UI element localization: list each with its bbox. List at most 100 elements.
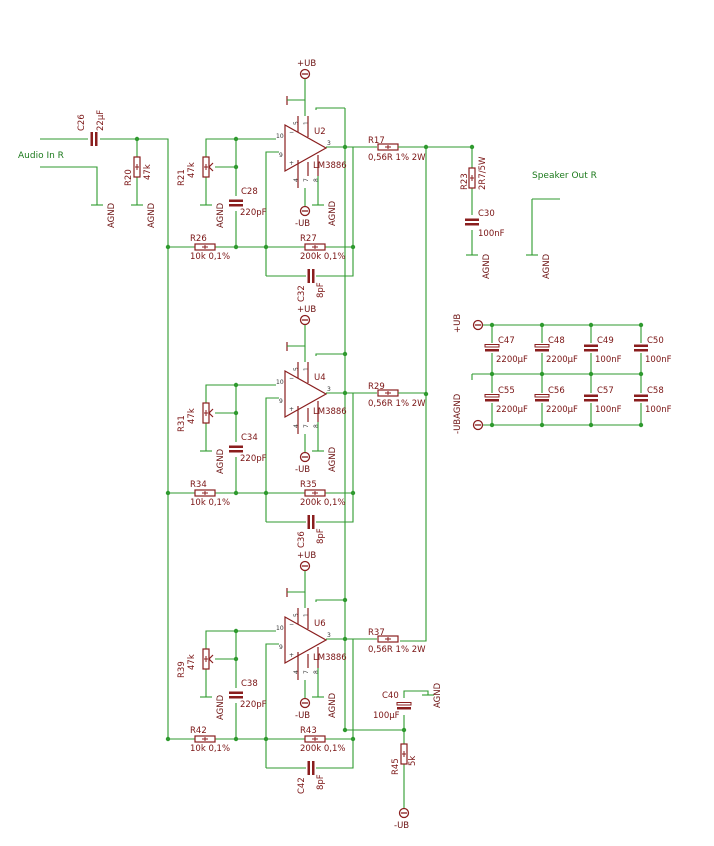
cin-value-2: 220pF bbox=[240, 454, 267, 464]
r23-value: 2R7/5W bbox=[478, 156, 488, 190]
input-pot-2 bbox=[202, 402, 210, 424]
rfb-ref-1: R27 bbox=[300, 234, 317, 244]
pot-value-2: 47k bbox=[187, 408, 197, 424]
feedback-resistor-3 bbox=[304, 735, 326, 743]
feedback-resistor-2 bbox=[304, 489, 326, 497]
svg-text:1: 1 bbox=[303, 613, 310, 617]
ic-ref-1: U2 bbox=[314, 127, 326, 137]
svg-text:+: + bbox=[289, 652, 294, 659]
agnd-pot-3: AGND bbox=[216, 694, 226, 720]
c40-ref: C40 bbox=[382, 691, 399, 701]
svg-text:4: 4 bbox=[293, 178, 300, 182]
decouple-top-2 bbox=[534, 344, 550, 352]
decouple-top-3 bbox=[584, 344, 598, 352]
cin-value-1: 220pF bbox=[240, 208, 267, 218]
svg-text:4: 4 bbox=[293, 670, 300, 674]
svg-text:5: 5 bbox=[293, 367, 300, 371]
rout-value-3: 0,56R 1% 2W bbox=[368, 645, 426, 655]
svg-text:10: 10 bbox=[276, 625, 284, 632]
input-coupling-cap: C26 22µF bbox=[77, 110, 106, 146]
agnd-ic-2: AGND bbox=[328, 446, 338, 472]
input-resistor-2 bbox=[194, 489, 216, 497]
ic-ref-3: U6 bbox=[314, 619, 326, 629]
svg-text:−: − bbox=[289, 129, 294, 136]
pot-ref-3: R39 bbox=[177, 661, 187, 678]
vpos-label-1: +UB bbox=[297, 59, 316, 69]
cfb-value-3: 8pF bbox=[316, 774, 326, 790]
dec-top-ref-3: C49 bbox=[597, 336, 614, 346]
decoupling-bank: +UB -UBAGND C472200µFC482200µFC49100nFC5… bbox=[453, 314, 672, 434]
pot-ref-2: R31 bbox=[177, 415, 187, 432]
agnd-input: AGND bbox=[107, 202, 117, 228]
ic-part-2: LM3886 bbox=[313, 407, 347, 417]
cin-ref-1: C28 bbox=[241, 187, 258, 197]
vneg-rail-3 bbox=[299, 697, 311, 709]
rfb-ref-2: R35 bbox=[300, 480, 317, 490]
dec-bot-ref-3: C57 bbox=[597, 386, 614, 396]
decouple-bot-3 bbox=[584, 394, 598, 402]
rout-ref-3: R37 bbox=[368, 628, 385, 638]
input-cap-2 bbox=[229, 445, 243, 453]
decouple-top-4 bbox=[634, 344, 648, 352]
decouple-bot-4 bbox=[634, 394, 648, 402]
agnd-pot-1: AGND bbox=[216, 202, 226, 228]
feedback-cap-3 bbox=[307, 761, 315, 775]
vneg-rail-1 bbox=[299, 205, 311, 217]
svg-text:5: 5 bbox=[293, 613, 300, 617]
svg-text:+: + bbox=[289, 160, 294, 167]
rin-value-1: 10k 0,1% bbox=[190, 252, 230, 262]
pot-value-3: 47k bbox=[187, 654, 197, 670]
svg-text:10: 10 bbox=[276, 133, 284, 140]
agnd-r20: AGND bbox=[147, 202, 157, 228]
rout-value-2: 0,56R 1% 2W bbox=[368, 399, 426, 409]
agnd-speaker: AGND bbox=[542, 253, 552, 279]
svg-text:+: + bbox=[289, 406, 294, 413]
svg-text:4: 4 bbox=[293, 424, 300, 428]
feedback-cap-2 bbox=[307, 515, 315, 529]
vpos-label-2: +UB bbox=[297, 305, 316, 315]
r45-ref: R45 bbox=[391, 758, 401, 775]
svg-text:8: 8 bbox=[313, 178, 320, 182]
svg-text:9: 9 bbox=[279, 644, 283, 651]
dec-bot-ref-2: C56 bbox=[548, 386, 565, 396]
r45-value: 5k bbox=[408, 756, 418, 766]
agnd-c40: AGND bbox=[433, 682, 443, 708]
rin-ref-2: R34 bbox=[190, 480, 207, 490]
c30-value: 100nF bbox=[478, 229, 505, 239]
dec-bot-value-4: 100nF bbox=[645, 405, 672, 415]
cfb-ref-2: C36 bbox=[297, 531, 307, 548]
svg-text:7: 7 bbox=[303, 670, 310, 674]
vpos-bank-label: +UB bbox=[453, 314, 463, 333]
neg-rail-bottom bbox=[398, 807, 410, 819]
audio-in-label: Audio In R bbox=[18, 151, 64, 161]
cin-value-3: 220pF bbox=[240, 700, 267, 710]
cin-ref-2: C34 bbox=[241, 433, 258, 443]
input-resistor-1 bbox=[194, 243, 216, 251]
decouple-bot-1 bbox=[484, 394, 500, 402]
dec-top-value-1: 2200µF bbox=[496, 355, 528, 365]
bias-cap: C40 100µF bbox=[373, 691, 412, 721]
dec-top-value-2: 2200µF bbox=[546, 355, 578, 365]
r23-ref: R23 bbox=[460, 173, 470, 190]
rfb-ref-3: R43 bbox=[300, 726, 317, 736]
cfb-value-2: 8pF bbox=[316, 528, 326, 544]
c40-value: 100µF bbox=[373, 711, 400, 721]
dec-bot-ref-1: C55 bbox=[498, 386, 515, 396]
feedback-cap-1 bbox=[307, 269, 315, 283]
input-resistor-3 bbox=[194, 735, 216, 743]
svg-text:3: 3 bbox=[327, 632, 331, 639]
dec-top-ref-1: C47 bbox=[498, 336, 515, 346]
vneg-rail-2 bbox=[299, 451, 311, 463]
rout-value-1: 0,56R 1% 2W bbox=[368, 153, 426, 163]
bias-resistor: R45 5k bbox=[391, 743, 418, 775]
vpos-rail-1 bbox=[299, 68, 311, 80]
vneg-label-1: -UB bbox=[295, 219, 310, 229]
c26-ref: C26 bbox=[77, 114, 87, 131]
vpos-rail-3 bbox=[299, 560, 311, 572]
ic-part-3: LM3886 bbox=[313, 653, 347, 663]
ic-ref-2: U4 bbox=[314, 373, 326, 383]
dec-top-ref-4: C50 bbox=[647, 336, 664, 346]
